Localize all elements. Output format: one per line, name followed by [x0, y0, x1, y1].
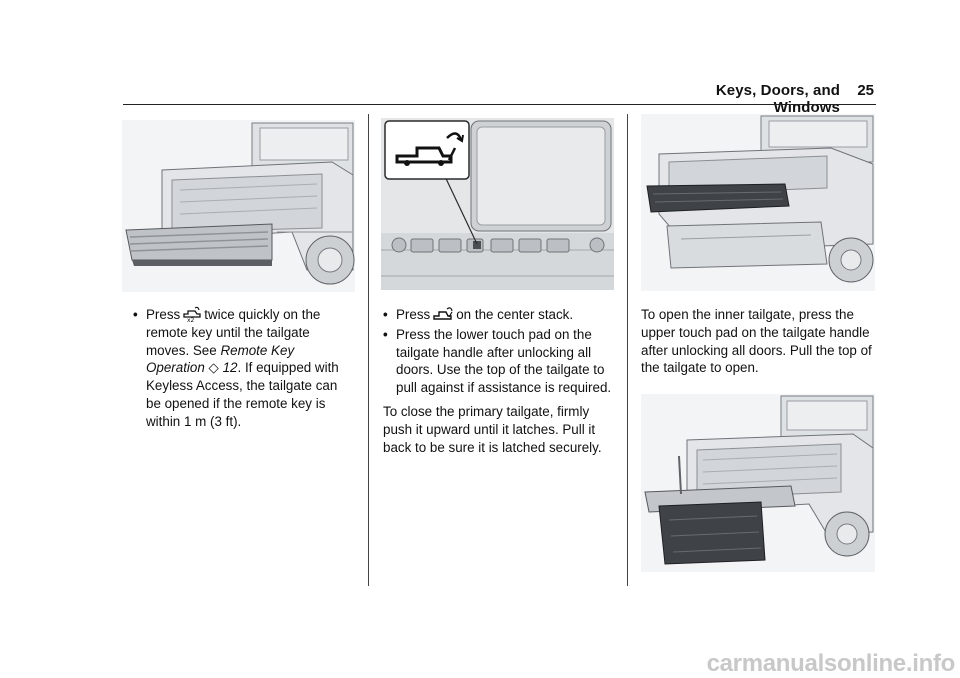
center-stack-tailgate-button-figure: [381, 118, 614, 290]
inner-tailgate-paragraph: To open the inner tailgate, press the up…: [641, 307, 872, 376]
cross-reference-title[interactable]: Remote Key Operation: [146, 342, 295, 376]
bullet1-text-a: twice quickly on the remote key until th…: [146, 307, 321, 358]
bullet-center-stack-text: on the center stack.: [456, 307, 574, 322]
column-divider-left: [368, 114, 369, 586]
column2-text: Press on the center stack. Press the lowe…: [383, 306, 615, 456]
press-label: Press: [396, 307, 431, 322]
bullet-touch-pad: Press the lower touch pad on the tailgat…: [383, 326, 615, 397]
bullet-center-stack: Press on the center stack.: [383, 306, 615, 324]
bullet1-text-b: . If equipped with Keyless Access, the t…: [146, 360, 339, 429]
tailgate-open-icon: [433, 307, 453, 320]
svg-text:x2: x2: [187, 317, 195, 322]
tailgate-x2-icon: x2: [183, 306, 201, 322]
section-title: Keys, Doors, and Windows: [715, 82, 840, 116]
truck-rear-tailgate-figure: [641, 114, 875, 291]
truck-inner-tailgate-open-figure: [641, 394, 875, 572]
ref-arrow-icon: ◇: [208, 360, 219, 376]
header-rule: [123, 104, 876, 105]
column-divider-right: [627, 114, 628, 586]
column3-text: To open the inner tailgate, press the up…: [641, 306, 875, 377]
cross-reference-page[interactable]: 12: [222, 360, 238, 376]
press-label: Press: [146, 307, 181, 322]
page-number: 25: [857, 82, 874, 99]
close-tailgate-paragraph: To close the primary tailgate, firmly pu…: [383, 403, 602, 455]
truck-bed-tailgate-open-figure: [122, 120, 355, 292]
watermark: carmanualsonline.info: [706, 650, 956, 677]
